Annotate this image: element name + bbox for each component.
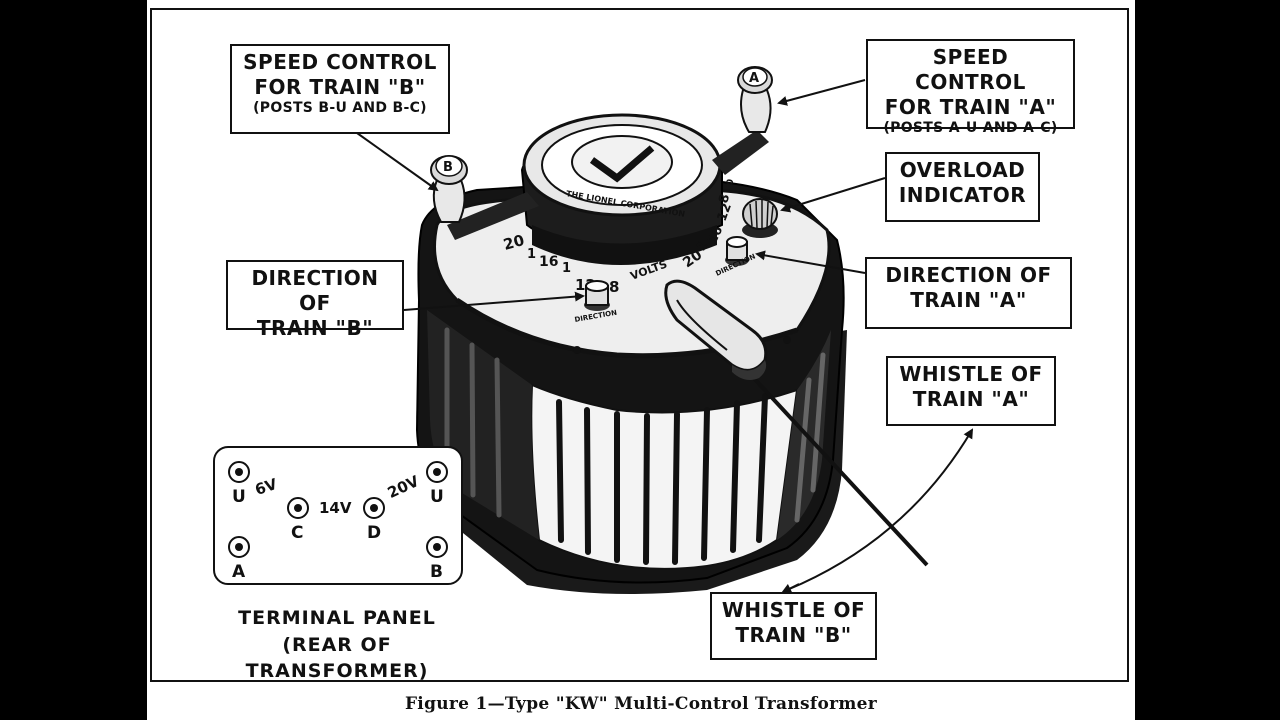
label-direction-b: DIRECTION OF TRAIN "B" (226, 260, 404, 340)
label-direction-a-line1: DIRECTION OF (885, 263, 1052, 287)
arrow-overload (780, 177, 886, 213)
label-direction-b-line2: TRAIN "B" (256, 316, 374, 340)
voltage-14v: 14V (319, 499, 352, 517)
label-whistle-b: WHISTLE OF TRAIN "B" (710, 592, 877, 660)
scale-right-tick: 0 (725, 178, 736, 187)
scale-left-tick: 16 (539, 254, 558, 270)
label-overload-line1: OVERLOAD (899, 158, 1026, 182)
arrow-whistle-curve (786, 428, 974, 591)
label-speed-b-line1: SPEED CONTROL (243, 50, 437, 74)
handle-a-letter: A (749, 71, 759, 86)
label-whistle-a-line2: TRAIN "A" (912, 387, 1030, 411)
label-direction-b-line1: DIRECTION OF (251, 266, 379, 315)
transformer-illustration: THE LIONEL CORPORATION B A 20 1 16 1 1 (213, 66, 974, 594)
arrow-speed-b (356, 132, 439, 192)
handle-a[interactable]: A (737, 66, 773, 133)
label-whistle-a-line1: WHISTLE OF (899, 362, 1043, 386)
label-overload-line2: INDICATOR (898, 183, 1027, 207)
arrow-direction-a (755, 250, 866, 274)
label-whistle-b-line1: WHISTLE OF (721, 598, 866, 622)
scale-right-tick: 12 (715, 201, 735, 223)
figure-caption: Figure 1—Type "KW" Multi-Control Transfo… (404, 694, 878, 714)
scale-right-tick: 16 (705, 224, 726, 247)
terminal-panel-title: TERMINAL PANEL (REAR OF TRANSFORMER) (197, 605, 477, 685)
left-voltage-scale: 20 1 16 1 12 8 (501, 231, 619, 296)
label-direction-a: DIRECTION OF TRAIN "A" (865, 257, 1072, 329)
terminal-panel-title-line2: (REAR OF TRANSFORMER) (245, 633, 429, 683)
central-dial: THE LIONEL CORPORATION (520, 113, 723, 265)
handle-b-letter: B (443, 160, 453, 175)
label-whistle-a: WHISTLE OF TRAIN "A" (886, 356, 1056, 426)
terminal-label-c: C (291, 523, 304, 543)
terminal-label-u-right: U (430, 487, 444, 507)
terminal-label-a: A (232, 562, 246, 582)
arrow-whistle-b-head (781, 583, 800, 593)
label-speed-a-line3: (POSTS A-U AND A-C) (883, 120, 1058, 136)
arrow-direction-b (403, 291, 585, 311)
label-whistle-b-line2: TRAIN "B" (735, 623, 852, 647)
label-speed-a-line1: SPEED CONTROL (915, 45, 1026, 94)
diagram-page: THE LIONEL CORPORATION B A 20 1 16 1 1 (147, 0, 1135, 720)
scale-left-tick: 1 (527, 247, 536, 262)
label-speed-b-line3: (POSTS B-U AND B-C) (253, 100, 427, 116)
label-speed-b-line2: FOR TRAIN "B" (254, 75, 426, 99)
lever-arms (447, 130, 769, 240)
terminal-panel-title-line1: TERMINAL PANEL (238, 607, 436, 629)
label-speed-a-line2: FOR TRAIN "A" (884, 95, 1057, 119)
scale-left-tick: 20 (501, 231, 526, 254)
label-speed-control-b: SPEED CONTROL FOR TRAIN "B" (POSTS B-U A… (230, 44, 450, 134)
scale-left-tick: 1 (562, 261, 571, 276)
figure-frame (150, 8, 1129, 682)
overload-indicator-lamp (742, 198, 778, 238)
label-overload-indicator: OVERLOAD INDICATOR (885, 152, 1040, 222)
terminal-label-u-left: U (232, 487, 246, 507)
terminal-panel (213, 446, 463, 585)
terminal-label-d: D (367, 523, 382, 543)
terminal-label-b: B (430, 562, 443, 582)
scale-left-tick: 8 (609, 278, 619, 296)
scale-right-tick: 8 (716, 192, 733, 205)
label-direction-a-line2: TRAIN "A" (910, 288, 1027, 312)
label-speed-control-a: SPEED CONTROL FOR TRAIN "A" (POSTS A-U A… (866, 39, 1075, 136)
leader-arrows (356, 79, 974, 593)
whistle-lever[interactable] (664, 279, 929, 567)
handle-b[interactable]: B (430, 155, 468, 223)
arrow-speed-a (777, 79, 866, 106)
